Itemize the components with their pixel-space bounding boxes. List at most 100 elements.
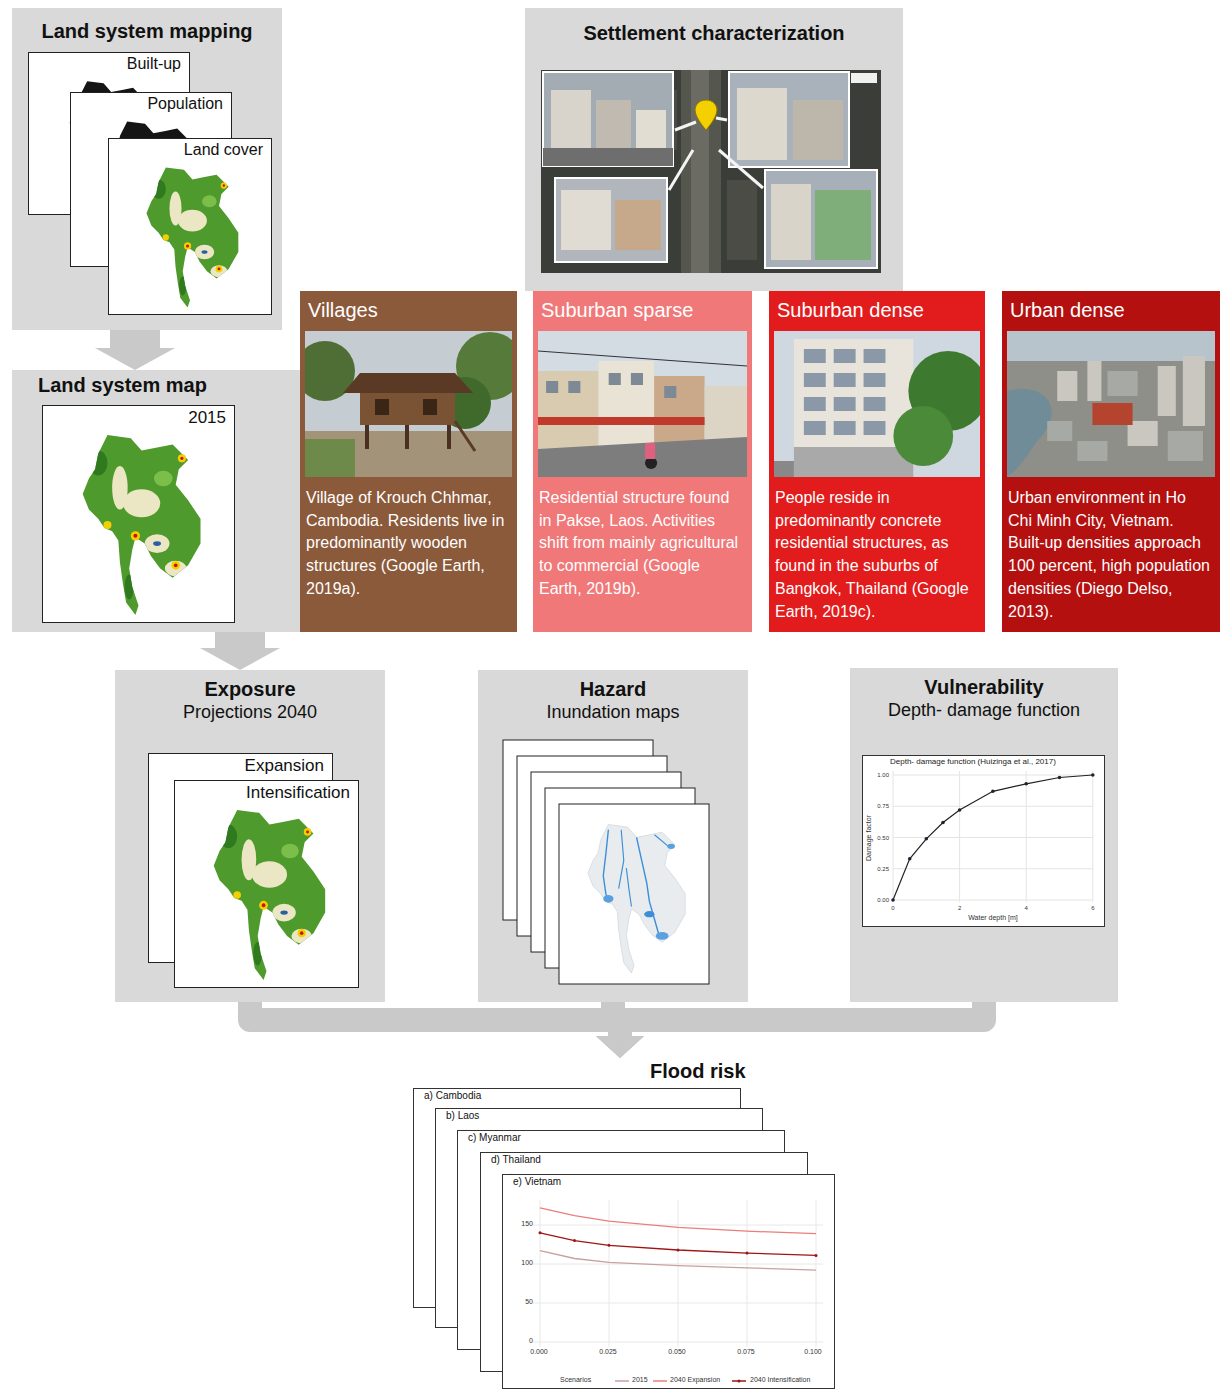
- tick-label: 0.075: [737, 1348, 755, 1356]
- tick-label: 0.050: [668, 1348, 686, 1356]
- text-slot: 2040 Intensification: [750, 1376, 810, 1384]
- drawn-circle: [738, 1380, 741, 1383]
- map-card-label: Intensification: [175, 783, 350, 803]
- text-slot: Land system map: [38, 374, 288, 397]
- map-card: Intensification: [174, 780, 359, 988]
- settlement-category-box: Urban denseUrban environment in Ho Chi M…: [1002, 291, 1220, 632]
- tick-label: 0.25: [877, 865, 889, 872]
- category-title: Urban dense: [1010, 299, 1214, 322]
- text-slot: Hazard: [478, 678, 748, 701]
- line-chart: [503, 1175, 834, 1388]
- depth-damage-chart: [862, 755, 1105, 927]
- text-slot: d) Thailand: [491, 1154, 691, 1166]
- category-description: People reside in predominantly concrete …: [775, 487, 979, 623]
- map-card: Land cover: [108, 138, 272, 315]
- street-photo: [774, 331, 980, 477]
- process-panel: ExposureProjections 2040ExpansionIntensi…: [115, 670, 385, 1002]
- category-title: Villages: [308, 299, 511, 322]
- text-slot: Projections 2040: [115, 702, 385, 723]
- drawn-circle: [573, 1239, 576, 1242]
- legend-label: 2040 Expansion: [670, 1376, 720, 1384]
- drawn-line: [609, 1200, 610, 1347]
- text-slot: 0: [529, 1337, 533, 1345]
- tick-label: 0.100: [804, 1348, 822, 1356]
- legend-title: Scenarios: [560, 1376, 591, 1384]
- drawn-use: [541, 70, 881, 273]
- text-slot: 0.25: [877, 865, 889, 872]
- drawn-g: [533, 1200, 823, 1347]
- drawn-line: [747, 1200, 748, 1347]
- tick-label: 1.00: [877, 772, 889, 779]
- chart-title: Depth- damage function (Huizinga et al.,…: [890, 758, 1056, 767]
- text-slot: Scenarios: [560, 1376, 591, 1384]
- drawn-line: [540, 1200, 541, 1347]
- drawn-circle: [677, 1249, 680, 1252]
- drawn-use: [863, 756, 1105, 927]
- chart-panel-title: b) Laos: [446, 1110, 646, 1122]
- text-slot: Population: [71, 95, 223, 113]
- photo-collage: [541, 70, 881, 273]
- text-slot: Land system mapping: [12, 20, 282, 43]
- text-slot: 0.00: [877, 897, 889, 904]
- tick-label: 50: [525, 1298, 533, 1306]
- drawn-polyline: [540, 1251, 816, 1271]
- process-panel: Land system mappingBuilt-upPopulationLan…: [12, 8, 282, 330]
- text-slot: Flood risk: [650, 1060, 810, 1083]
- text-slot: 2015: [632, 1376, 648, 1384]
- tick-label: 6: [1091, 905, 1094, 912]
- drawn-use: [295, 331, 524, 477]
- panel-title: Hazard: [478, 678, 748, 701]
- drawn-circle: [539, 1231, 542, 1234]
- category-description: Village of Krouch Chhmar, Cambodia. Resi…: [306, 487, 511, 601]
- tick-label: 0.50: [877, 834, 889, 841]
- drawn-circle: [608, 1244, 611, 1247]
- text-slot: Water depth [m]: [968, 914, 1018, 922]
- text-slot: Intensification: [175, 783, 350, 803]
- group-title: Flood risk: [650, 1060, 810, 1083]
- panel-title: Vulnerability: [850, 676, 1118, 699]
- text-slot: 2: [958, 905, 961, 912]
- flow-band: [250, 1002, 620, 1036]
- process-panel: HazardInundation maps: [478, 670, 748, 1002]
- process-panel: Land system map2015: [12, 370, 300, 632]
- panel-title: Land system map: [38, 374, 288, 397]
- panel-title: Land system mapping: [12, 20, 282, 43]
- text-slot: 6: [1091, 905, 1094, 912]
- text-slot: Damage factor: [865, 815, 873, 861]
- legend-label: 2015: [632, 1376, 648, 1384]
- text-slot: 100: [521, 1259, 533, 1267]
- arrow-shape: [596, 1036, 644, 1058]
- text-slot: Inundation maps: [478, 702, 748, 723]
- tick-label: 150: [521, 1220, 533, 1228]
- drawn-line: [653, 1380, 667, 1382]
- text-slot: 0.100: [804, 1348, 822, 1356]
- text-slot: c) Myanmar: [468, 1132, 668, 1144]
- drawn-line: [732, 1380, 746, 1382]
- map-card-label: Built-up: [29, 55, 181, 73]
- tick-label: 0.000: [530, 1348, 548, 1356]
- region-map: [113, 165, 267, 310]
- tick-label: 0: [891, 905, 894, 912]
- arrow-shape: [110, 330, 160, 348]
- drawn-line: [615, 1380, 629, 1382]
- map-card-label: Population: [71, 95, 223, 113]
- settlement-category-box: Suburban densePeople reside in predomina…: [769, 291, 985, 632]
- text-slot: People reside in predominantly concrete …: [775, 487, 979, 623]
- street-photo: [305, 331, 512, 477]
- drawn-line: [816, 1200, 817, 1347]
- drawn-use: [538, 331, 747, 477]
- drawn-line: [678, 1200, 679, 1347]
- drawn-use: [147, 167, 239, 307]
- arrow-shape: [596, 1036, 644, 1058]
- tick-label: 0.75: [877, 803, 889, 810]
- category-title: Suburban sparse: [541, 299, 746, 322]
- drawn-use: [214, 810, 325, 980]
- arrow-shape: [200, 648, 280, 670]
- text-slot: 0.75: [877, 803, 889, 810]
- panel-title: Settlement characterization: [525, 22, 903, 45]
- text-slot: 0.50: [877, 834, 889, 841]
- street-photo: [538, 331, 747, 477]
- axis-title: Water depth [m]: [968, 914, 1018, 922]
- result-group: Flood riska) Cambodiab) Laosc) Myanmard)…: [410, 1058, 835, 1390]
